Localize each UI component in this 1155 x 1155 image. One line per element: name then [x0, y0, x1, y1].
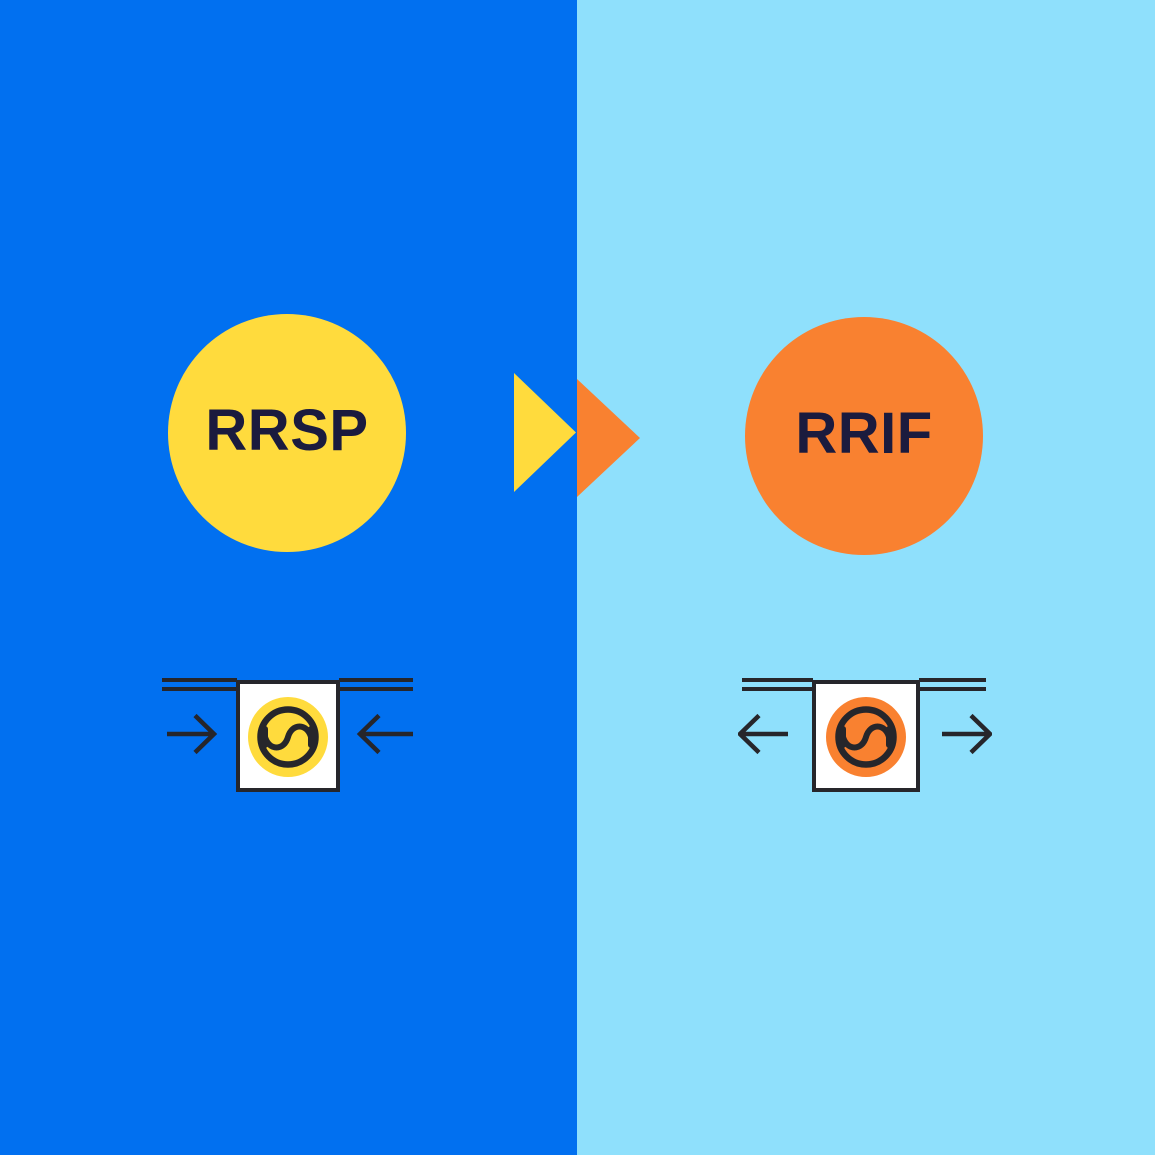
rrif-badge: RRIF: [745, 317, 983, 555]
rrsp-badge-label: RRSP: [205, 398, 369, 463]
dollar-wave-glyph: [262, 723, 314, 751]
coin-ring: [835, 706, 897, 768]
forward-triangle-yellow: [514, 373, 576, 492]
rrif-badge-label: RRIF: [795, 401, 933, 466]
rail-lines-left: [162, 678, 413, 691]
forward-triangle-orange: [577, 379, 640, 497]
coin-ring: [257, 706, 319, 768]
arrow-out-left: [738, 713, 788, 755]
money-deposit-icon: [162, 678, 413, 792]
money-withdrawal-icon: [738, 678, 992, 792]
left-panel-background: [0, 0, 577, 1155]
fast-forward-icon: [514, 373, 640, 497]
arrow-in-left: [167, 713, 218, 755]
rrsp-badge: RRSP: [168, 314, 406, 552]
dollar-wave-glyph: [840, 723, 892, 751]
arrow-out-right: [942, 713, 992, 755]
arrow-in-right: [356, 713, 413, 755]
right-panel-background: [577, 0, 1155, 1155]
rail-lines-right: [742, 678, 986, 691]
